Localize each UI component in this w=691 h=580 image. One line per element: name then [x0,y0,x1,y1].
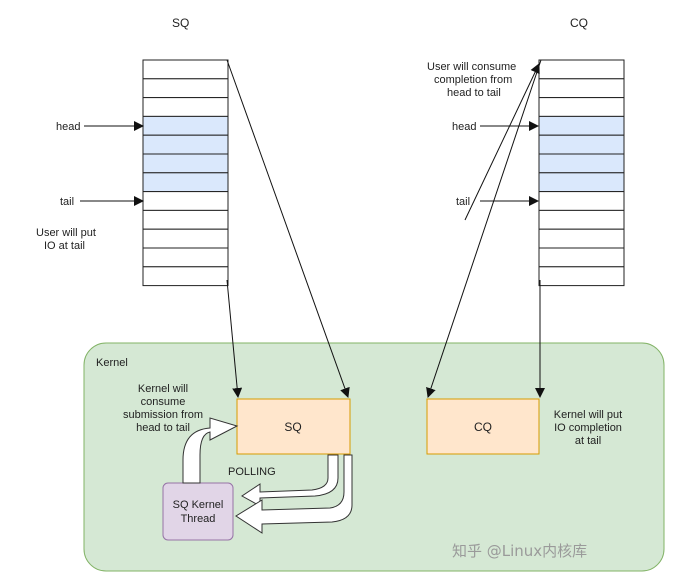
user-consume-note-line3: head to tail [447,87,501,99]
kernel-put-note-line3: at tail [575,435,601,447]
user-consume-note-line1: User will consume [427,61,516,73]
sq-tail-label: tail [60,196,74,208]
cq-ring-slot [538,191,625,211]
polling-arrow-outer [235,454,353,534]
sq-ring-slot [142,228,229,249]
cq-ring-slot [538,228,625,249]
kernel-consume-note-line4: head to tail [136,422,190,434]
sq-kernel-thread-box [162,482,234,541]
cq-ring-slot-filled [538,115,625,136]
cq-head-label: head [452,121,476,133]
cq-ring-slot [538,78,625,99]
kernel-put-note-line2: IO completion [554,422,622,434]
watermark: 知乎 @Linux内核库 [452,542,587,560]
kernel-label: Kernel [96,357,128,369]
polling-label: POLLING [228,466,276,478]
cq-ring-title: CQ [570,16,588,30]
user-put-note-line1: User will put [36,227,96,239]
sq-ring-title: SQ [172,16,189,30]
kernel-sq-label: SQ [284,420,301,434]
cq-consume-arrow [464,63,540,221]
sq-ring-slot [142,97,229,117]
sq-ring-slot [142,266,229,287]
sq-ring-slot-filled [142,172,229,193]
kernel-consume-note-line1: Kernel will [138,383,188,395]
sq-ring-bottom-to-kernel-arrow [226,279,243,398]
cq-ring-slot [538,247,625,268]
cq-tail-label: tail [456,196,470,208]
kernel-consume-note-line3: submission from [123,409,203,421]
cq-ring-slot [538,209,625,230]
cq-ring-slot [538,266,625,287]
sq-head-label: head [56,121,80,133]
kernel-cq-box [426,398,540,455]
sq-ring-slot-filled [142,115,229,136]
cq-kernel-to-ring-arrow [426,59,542,398]
cq-ring-slot-filled [538,153,625,174]
sq-ring-buffer [142,59,229,287]
cq-ring-slot [538,59,625,80]
sq-ring-slot-filled [142,134,229,155]
cq-ring-slot-filled [538,134,625,155]
kernel-put-note-line1: Kernel will put [554,409,622,421]
sq-ring-slot [142,209,229,230]
sq-ring-top-to-kernel-arrow [226,59,350,398]
kernel-consume-note-line2: consume [141,396,186,408]
thread-label-line1: SQ Kernel [173,499,224,511]
sq-ring-slot [142,247,229,268]
cq-ring-buffer [538,59,625,287]
sq-ring-slot-filled [142,153,229,174]
thread-label-line2: Thread [181,513,216,525]
polling-arrow-inner [241,454,339,507]
sq-ring-slot [142,59,229,80]
cq-ring-slot [538,97,625,117]
sq-ring-slot [142,78,229,99]
user-put-note-line2: IO at tail [44,240,85,252]
cq-ring-slot-filled [538,172,625,193]
polling-arrow-up [182,417,239,484]
user-consume-note-line2: completion from [434,74,512,86]
sq-ring-slot [142,191,229,211]
kernel-cq-label: CQ [474,420,492,434]
